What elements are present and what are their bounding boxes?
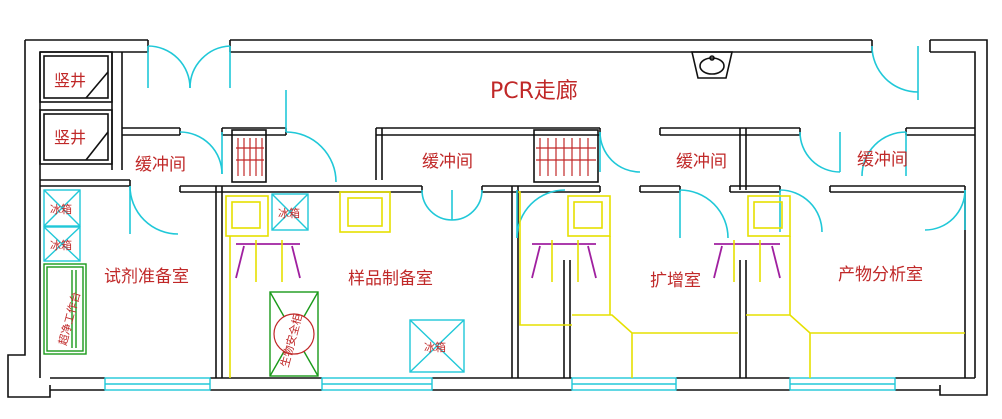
pass-box-1 — [231, 129, 267, 183]
clean-bench-shape — [43, 263, 87, 355]
fridge-label-1: 冰箱 — [50, 202, 72, 216]
buffer-room-label-2: 缓冲间 — [422, 152, 473, 172]
fridge-label-3: 冰箱 — [278, 206, 300, 220]
chairs — [235, 240, 781, 282]
fridge-label-2: 冰箱 — [50, 238, 72, 252]
doors — [129, 45, 966, 239]
corridor-sink — [690, 51, 734, 79]
shaft-label-1: 竖井 — [54, 71, 86, 90]
fridge-1-shape — [43, 189, 81, 227]
bio-cabinet-shape — [269, 291, 319, 377]
corridor-walls — [122, 127, 975, 190]
room-label-reagent: 试剂准备室 — [104, 267, 189, 287]
fridge-4-shape — [409, 319, 465, 373]
clean-bench-label: 超净工作台 — [55, 290, 83, 347]
shaft-label-2: 竖井 — [54, 128, 86, 147]
room-label-amplification: 扩增室 — [650, 271, 701, 291]
corridor-label: PCR走廊 — [490, 79, 578, 104]
room-label-sample: 样品制备室 — [348, 269, 433, 289]
benches — [225, 191, 965, 378]
fridge-label-4: 冰箱 — [424, 340, 446, 354]
buffer-room-label-4: 缓冲间 — [857, 150, 908, 170]
buffer-room-label-3: 缓冲间 — [676, 152, 727, 172]
buffer-room-label-1: 缓冲间 — [135, 155, 186, 175]
fridge-3-shape — [271, 193, 309, 231]
room-walls — [40, 179, 966, 378]
fridge-2-shape — [43, 226, 81, 262]
room-label-product: 产物分析室 — [838, 265, 923, 285]
outer-walls — [7, 39, 988, 398]
shafts — [39, 51, 123, 170]
windows — [104, 377, 896, 391]
pass-box-2 — [533, 129, 599, 183]
